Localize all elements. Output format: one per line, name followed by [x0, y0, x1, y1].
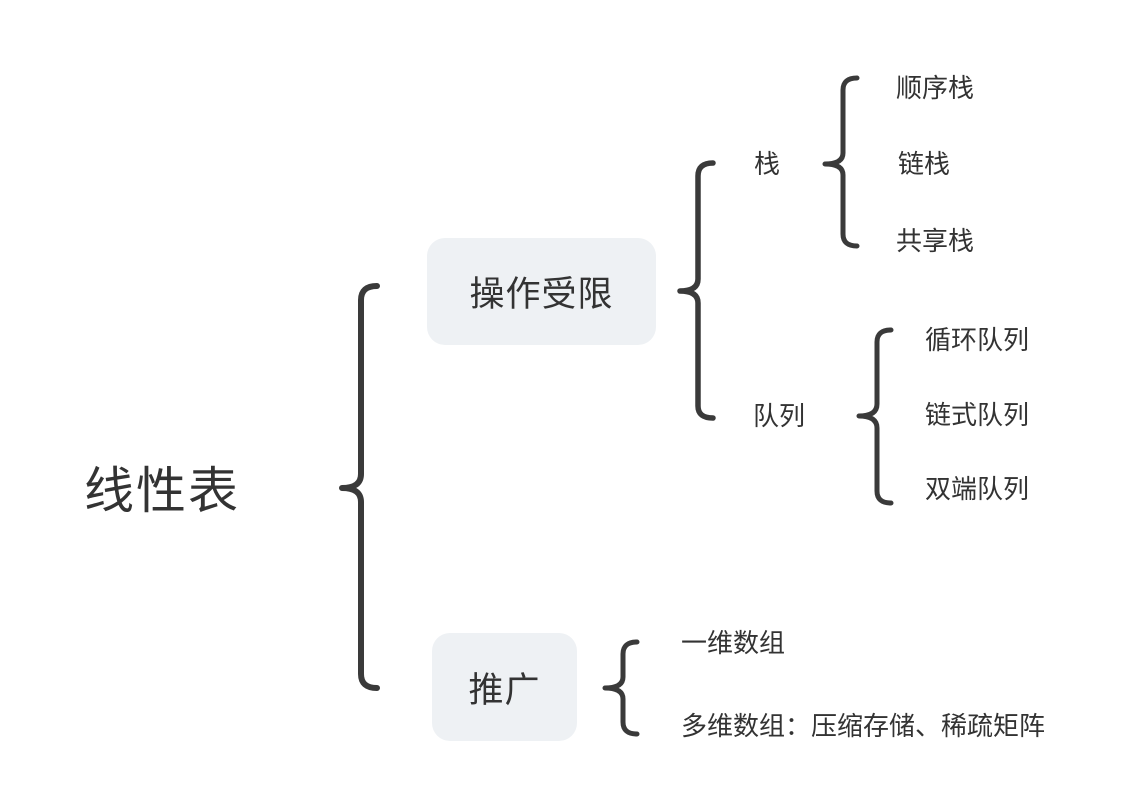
- brace-root: [339, 283, 380, 691]
- leaf-linked-stack[interactable]: 链栈: [898, 149, 951, 179]
- brace-generalization: [602, 639, 640, 737]
- leaf-sequential-stack[interactable]: 顺序栈: [896, 73, 975, 103]
- leaf-shared-stack[interactable]: 共享栈: [896, 226, 975, 256]
- brace-operation-restricted: [677, 160, 716, 421]
- node-queue[interactable]: 队列: [753, 401, 806, 431]
- leaf-circular-queue[interactable]: 循环队列: [925, 325, 1030, 355]
- root-node-linear-list[interactable]: 线性表: [84, 463, 240, 519]
- leaf-multidimensional-array[interactable]: 多维数组：压缩存储、稀疏矩阵: [681, 711, 1046, 741]
- leaf-1d-array[interactable]: 一维数组: [681, 628, 786, 658]
- node-stack[interactable]: 栈: [754, 149, 781, 179]
- node-generalization[interactable]: 推广: [432, 633, 577, 741]
- brace-queue: [856, 327, 894, 506]
- brace-stack: [822, 75, 860, 249]
- leaf-linked-queue[interactable]: 链式队列: [925, 400, 1030, 430]
- node-operation-restricted[interactable]: 操作受限: [427, 238, 656, 345]
- leaf-double-ended-queue[interactable]: 双端队列: [925, 474, 1030, 504]
